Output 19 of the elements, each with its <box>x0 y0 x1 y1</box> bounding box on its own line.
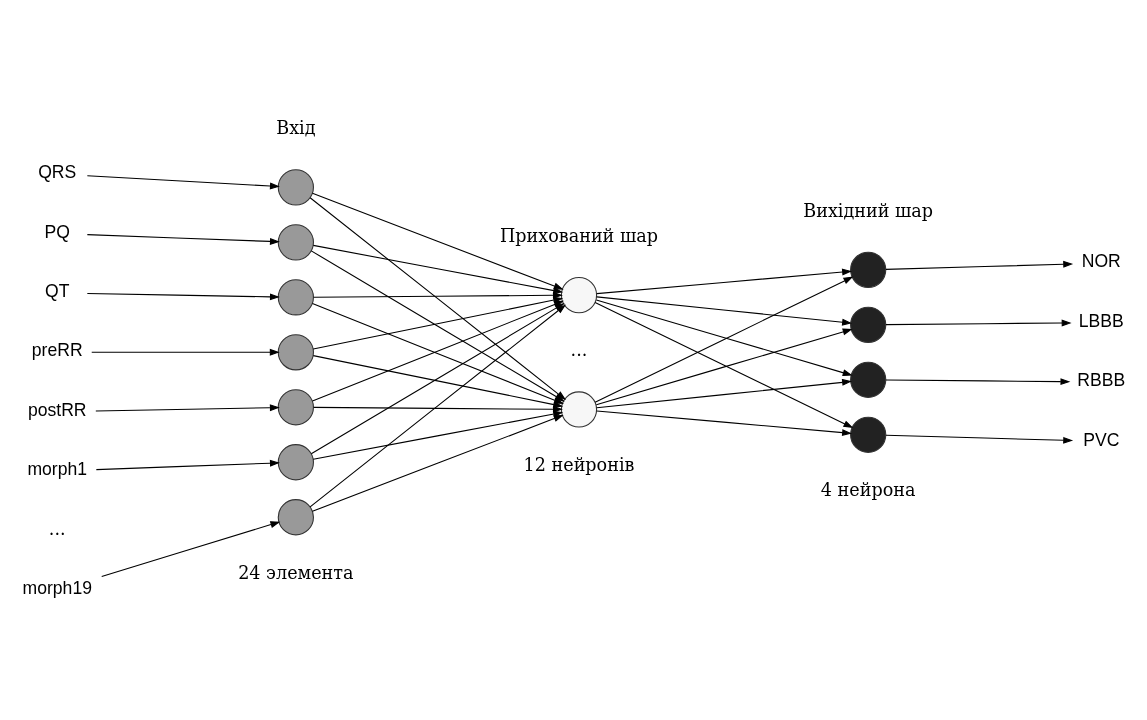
node-text: QRS <box>38 162 77 183</box>
label: 12 нейронів <box>523 454 635 475</box>
label: 4 нейрона <box>820 480 916 501</box>
node-text: PQ <box>44 221 70 242</box>
node-text: LBBB <box>1078 310 1124 331</box>
node-text: PVC <box>1083 429 1120 450</box>
node-text: NOR <box>1081 251 1121 272</box>
node-text: preRR <box>31 340 83 361</box>
node-text: QT <box>45 281 70 302</box>
label: ... <box>48 518 66 539</box>
node-text: morph1 <box>27 459 88 480</box>
label: Прихований шар <box>500 226 658 247</box>
node-text: postRR <box>27 399 87 420</box>
label: ... <box>570 340 588 361</box>
node-text: RBBB <box>1077 370 1126 391</box>
node-text: morph19 <box>22 577 92 598</box>
label: Вихідний шар <box>803 200 934 221</box>
label: 24 элемента <box>238 562 354 583</box>
label: Вхід <box>276 118 316 139</box>
